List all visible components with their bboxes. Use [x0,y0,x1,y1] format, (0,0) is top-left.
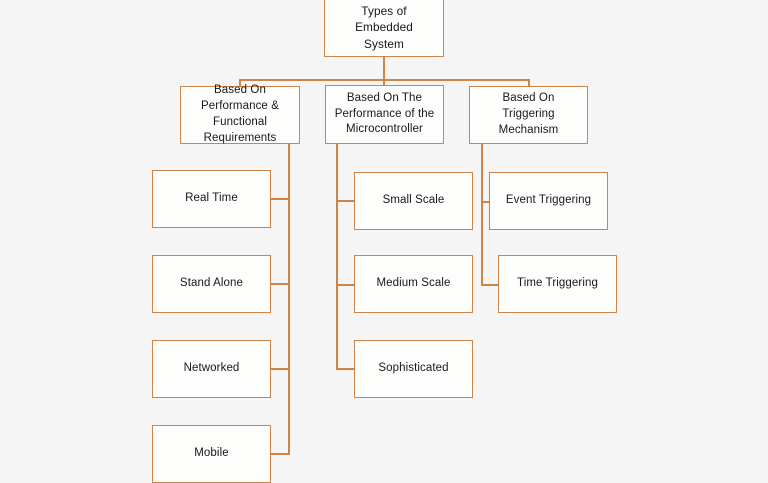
connector-trunk-middle [336,143,338,369]
connector-trunk-right [481,143,483,285]
node-category-microcontroller-performance[interactable]: Based On The Performance of the Microcon… [325,85,444,144]
connector-stub-time-triggering [481,284,511,286]
node-leaf-medium-scale[interactable]: Medium Scale [354,255,473,313]
node-leaf-event-triggering[interactable]: Event Triggering [489,172,608,230]
node-leaf-mobile[interactable]: Mobile [152,425,271,483]
connector-stub-medium-scale [336,284,355,286]
connector-bus-to-category-2 [383,79,385,86]
connector-stub-real-time [270,198,290,200]
node-leaf-small-scale[interactable]: Small Scale [354,172,473,230]
connector-bus-to-category-1 [239,79,241,87]
node-leaf-time-triggering[interactable]: Time Triggering [498,255,617,313]
connector-stub-small-scale [336,200,355,202]
connector-stub-stand-alone [270,283,290,285]
connector-stub-networked [270,368,290,370]
connector-root-stem [383,56,385,80]
connector-stub-mobile [270,453,290,455]
node-leaf-sophisticated[interactable]: Sophisticated [354,340,473,398]
connector-bus-to-category-3 [528,79,530,87]
node-category-performance-functional-requirements[interactable]: Based On Performance & Functional Requir… [180,84,300,144]
node-category-triggering-mechanism[interactable]: Based On Triggering Mechanism [469,86,588,144]
connector-stub-sophisticated [336,368,355,370]
node-leaf-real-time[interactable]: Real Time [152,170,271,228]
connector-trunk-left [288,143,290,454]
node-root-types-of-embedded-system[interactable]: Types of Embedded System [324,0,444,57]
node-leaf-networked[interactable]: Networked [152,340,271,398]
node-leaf-stand-alone[interactable]: Stand Alone [152,255,271,313]
